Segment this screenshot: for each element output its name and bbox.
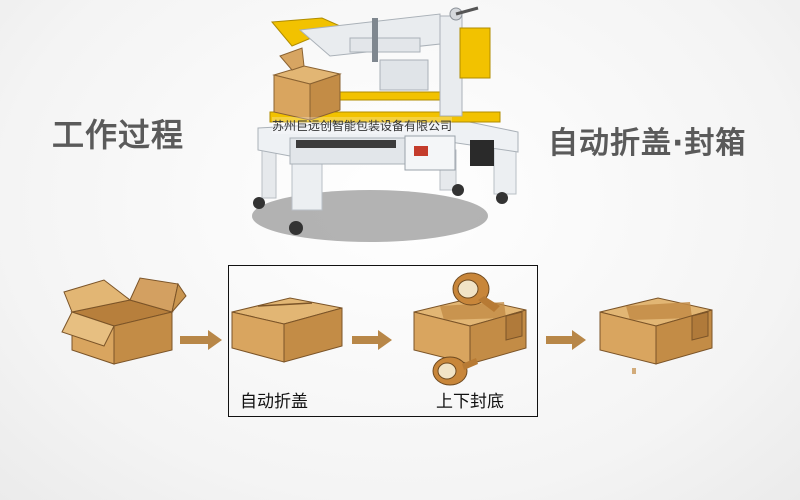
caster-wheel <box>253 197 265 209</box>
caster-wheel <box>452 184 464 196</box>
tape-roll-icon <box>432 356 478 386</box>
taping-carton <box>413 272 527 386</box>
machine-shadow <box>252 190 488 242</box>
tape-roll-icon <box>452 272 500 312</box>
step-label-top-bottom-seal: 上下封底 <box>436 392 504 412</box>
arrow-right-icon <box>546 330 586 350</box>
company-watermark: 苏州巨远创智能包装设备有限公司 <box>272 117 453 134</box>
step-label-auto-fold: 自动折盖 <box>240 392 308 412</box>
arrow-right-icon <box>352 330 392 350</box>
folded-carton <box>231 297 343 363</box>
caster-wheel <box>289 221 303 235</box>
right-title: 自动折盖·封箱 <box>548 126 747 161</box>
carton-on-machine <box>272 47 342 121</box>
open-carton <box>61 277 187 365</box>
process-frame <box>228 265 538 417</box>
caster-wheel <box>496 192 508 204</box>
sealed-carton <box>599 297 713 374</box>
carton-sealing-machine <box>253 6 519 235</box>
left-title: 工作过程 <box>52 116 185 154</box>
arrow-right-icon <box>180 330 222 350</box>
